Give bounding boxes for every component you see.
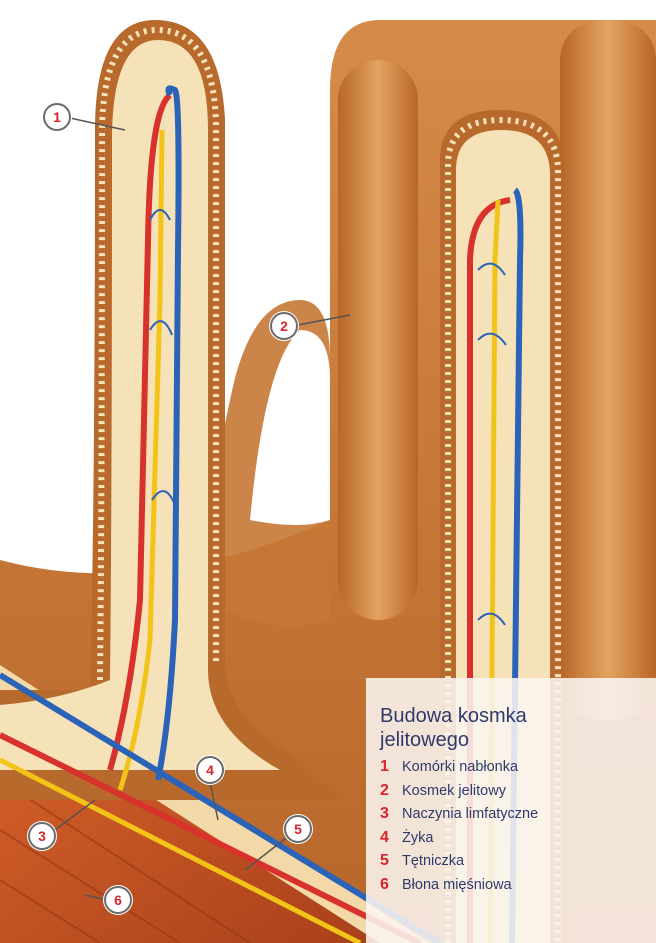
callout-6: 6 [104,886,132,914]
legend-title: Budowa kosmka jelitowego [380,704,580,752]
legend-number: 4 [380,829,402,847]
callout-1: 1 [43,103,71,131]
callout-4: 4 [196,756,224,784]
legend-label: Naczynia limfatyczne [402,806,538,822]
background-villus [338,60,418,620]
legend-label: Błona mięśniowa [402,877,512,893]
legend-label: Żyka [402,830,433,846]
legend-number: 1 [380,758,402,776]
background-villus-right [560,20,656,720]
legend-number: 5 [380,852,402,870]
callout-5: 5 [284,815,312,843]
legend-number: 6 [380,876,402,894]
legend-label: Komórki nabłonka [402,759,518,775]
legend-label: Tętniczka [402,853,464,869]
legend-number: 3 [380,805,402,823]
callout-3: 3 [28,822,56,850]
legend-label: Kosmek jelitowy [402,783,506,799]
callout-2: 2 [270,312,298,340]
legend-number: 2 [380,782,402,800]
